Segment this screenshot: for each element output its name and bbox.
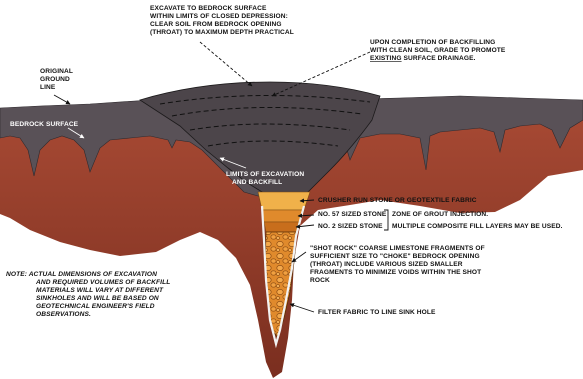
label-no57: NO. 57 SIZED STONE — [318, 211, 387, 218]
label-shot-rock: "SHOT ROCK" COARSE LIMESTONE FRAGMENTS O… — [310, 245, 487, 284]
label-grout-zone: ZONE OF GROUT INJECTION. — [392, 211, 488, 218]
leader-excavate — [200, 42, 252, 86]
label-crusher-run: CRUSHER RUN STONE OR GEOTEXTILE FABRIC — [318, 197, 477, 204]
no2-stone-layer — [264, 222, 300, 232]
label-no2: NO. 2 SIZED STONE — [318, 223, 383, 230]
leader-original-ground — [54, 95, 70, 104]
label-excavate: EXCAVATE TO BEDROCK SURFACE WITHIN LIMIT… — [150, 5, 294, 36]
label-filter-fabric: FILTER FABRIC TO LINE SINK HOLE — [318, 309, 436, 316]
label-original-ground: ORIGINAL GROUND LINE — [40, 68, 75, 91]
label-bedrock-surface: BEDROCK SURFACE — [10, 121, 79, 128]
leader-filter-fabric — [290, 304, 314, 312]
label-backfill: UPON COMPLETION OF BACKFILLING WITH CLEA… — [370, 39, 507, 62]
label-note: NOTE: ACTUAL DIMENSIONS OF EXCAVATION AN… — [6, 271, 172, 318]
label-composite-fill: MULTIPLE COMPOSITE FILL LAYERS MAY BE US… — [392, 223, 563, 230]
no57-stone-layer — [262, 210, 304, 222]
label-existing: EXISTING — [370, 55, 402, 62]
